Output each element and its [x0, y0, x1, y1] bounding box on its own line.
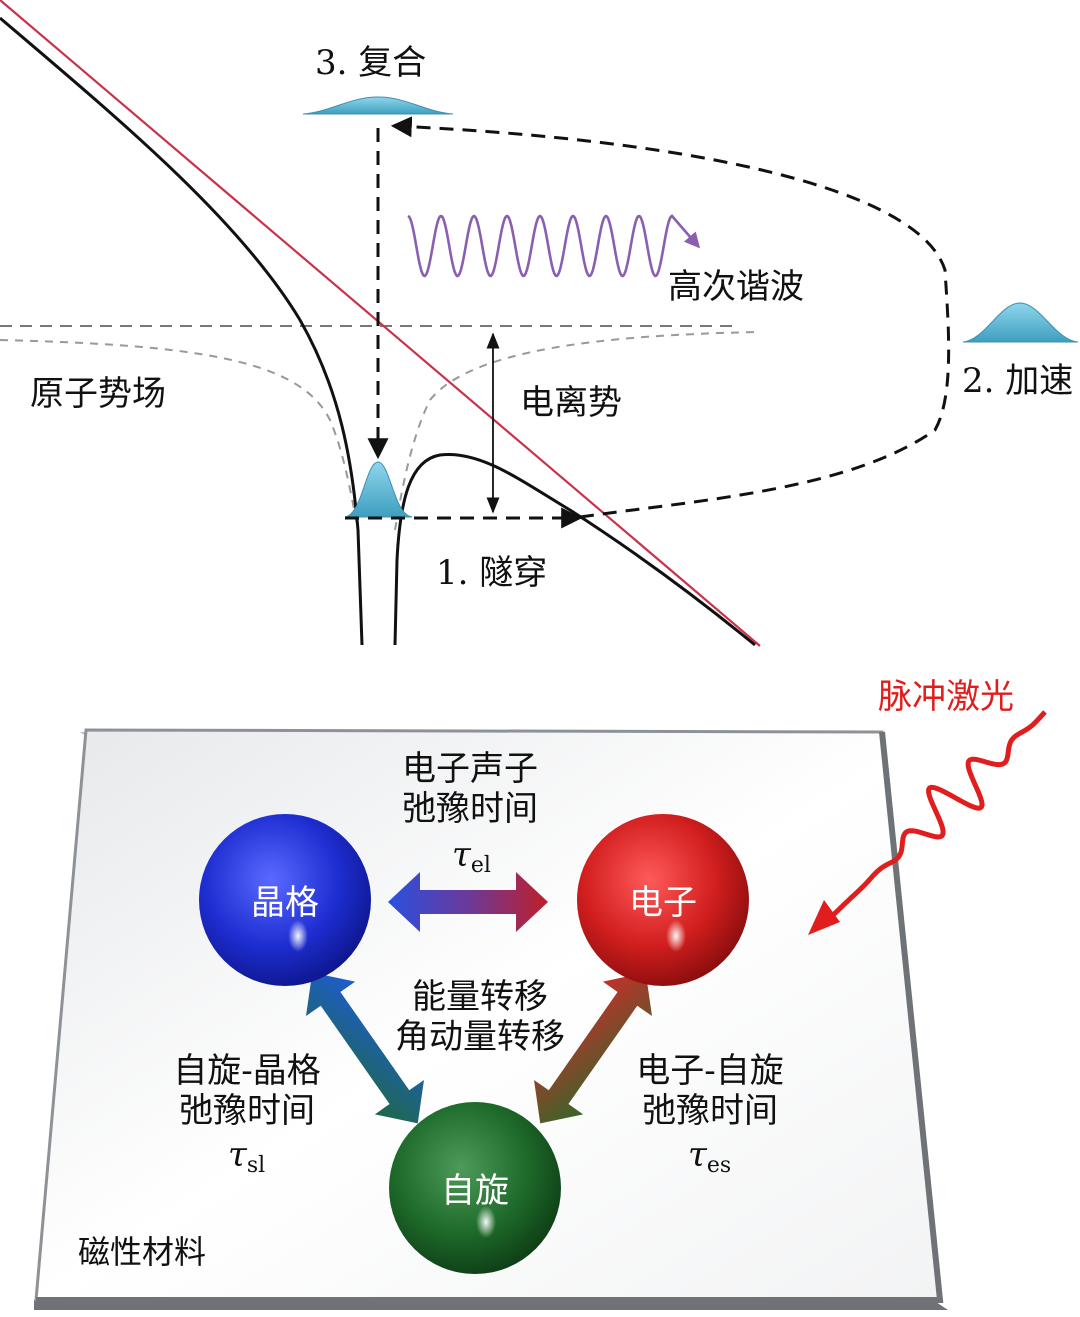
lattice-label: 晶格: [251, 883, 319, 923]
arrow-lattice-spin: [306, 972, 424, 1124]
harmonic-wave: [407, 214, 701, 278]
es-label-line1: 电子-自旋: [636, 1051, 784, 1091]
label-tunneling: 1. 隧穿: [436, 553, 547, 593]
electron-sphere: 电子: [577, 814, 749, 986]
spin-label: 自旋: [441, 1171, 509, 1211]
center-label-line1: 能量转移: [412, 977, 548, 1017]
tau-es: τes: [688, 1135, 731, 1178]
pulse-laser-arrowhead: [808, 900, 840, 935]
sl-label-line2: 弛豫时间: [179, 1091, 315, 1131]
recombination-wavepacket: [302, 96, 454, 115]
label-harmonic: 高次谐波: [668, 267, 804, 307]
hhg-panel: 3. 复合 高次谐波 2. 加速 原子势场 电离势 1. 隧穿: [0, 0, 1079, 647]
effective-potential-left: [0, 16, 364, 646]
el-label-line2: 弛豫时间: [402, 789, 538, 829]
label-pulse-laser: 脉冲激光: [878, 677, 1014, 717]
el-label-line1: 电子声子: [402, 749, 538, 789]
bound-wavepacket: [344, 461, 413, 518]
arrow-electron-spin: [534, 972, 652, 1124]
effective-potential-right: [393, 452, 756, 647]
tau-sl: τsl: [228, 1135, 265, 1178]
label-material: 磁性材料: [78, 1233, 206, 1271]
pulse-laser-beam: [828, 710, 1047, 920]
lattice-sphere: 晶格: [199, 814, 371, 986]
label-accelerate: 2. 加速: [962, 361, 1073, 401]
atomic-potential-dashed: [0, 331, 761, 531]
label-recombination: 3. 复合: [315, 43, 426, 83]
laser-field-line: [0, 0, 761, 647]
sl-label-line1: 自旋-晶格: [173, 1051, 321, 1091]
electron-label: 电子: [629, 883, 697, 923]
acceleration-path: [390, 116, 951, 519]
center-label-line2: 角动量转移: [395, 1017, 565, 1057]
label-atomic-potential: 原子势场: [30, 374, 166, 414]
ultrafast-magnetism-panel: 晶格 电子 自旋 脉冲激光 电子声子 弛豫时间 τel 能量转移 角动量转移 自…: [34, 677, 1047, 1310]
es-label-line2: 弛豫时间: [642, 1091, 778, 1131]
label-ionization: 电离势: [520, 383, 622, 423]
plate-bevel: [36, 731, 944, 1303]
accelerated-wavepacket: [962, 302, 1079, 343]
arrow-lattice-electron: [388, 872, 548, 932]
spin-sphere: 自旋: [389, 1102, 561, 1274]
tau-el: τel: [452, 835, 491, 878]
